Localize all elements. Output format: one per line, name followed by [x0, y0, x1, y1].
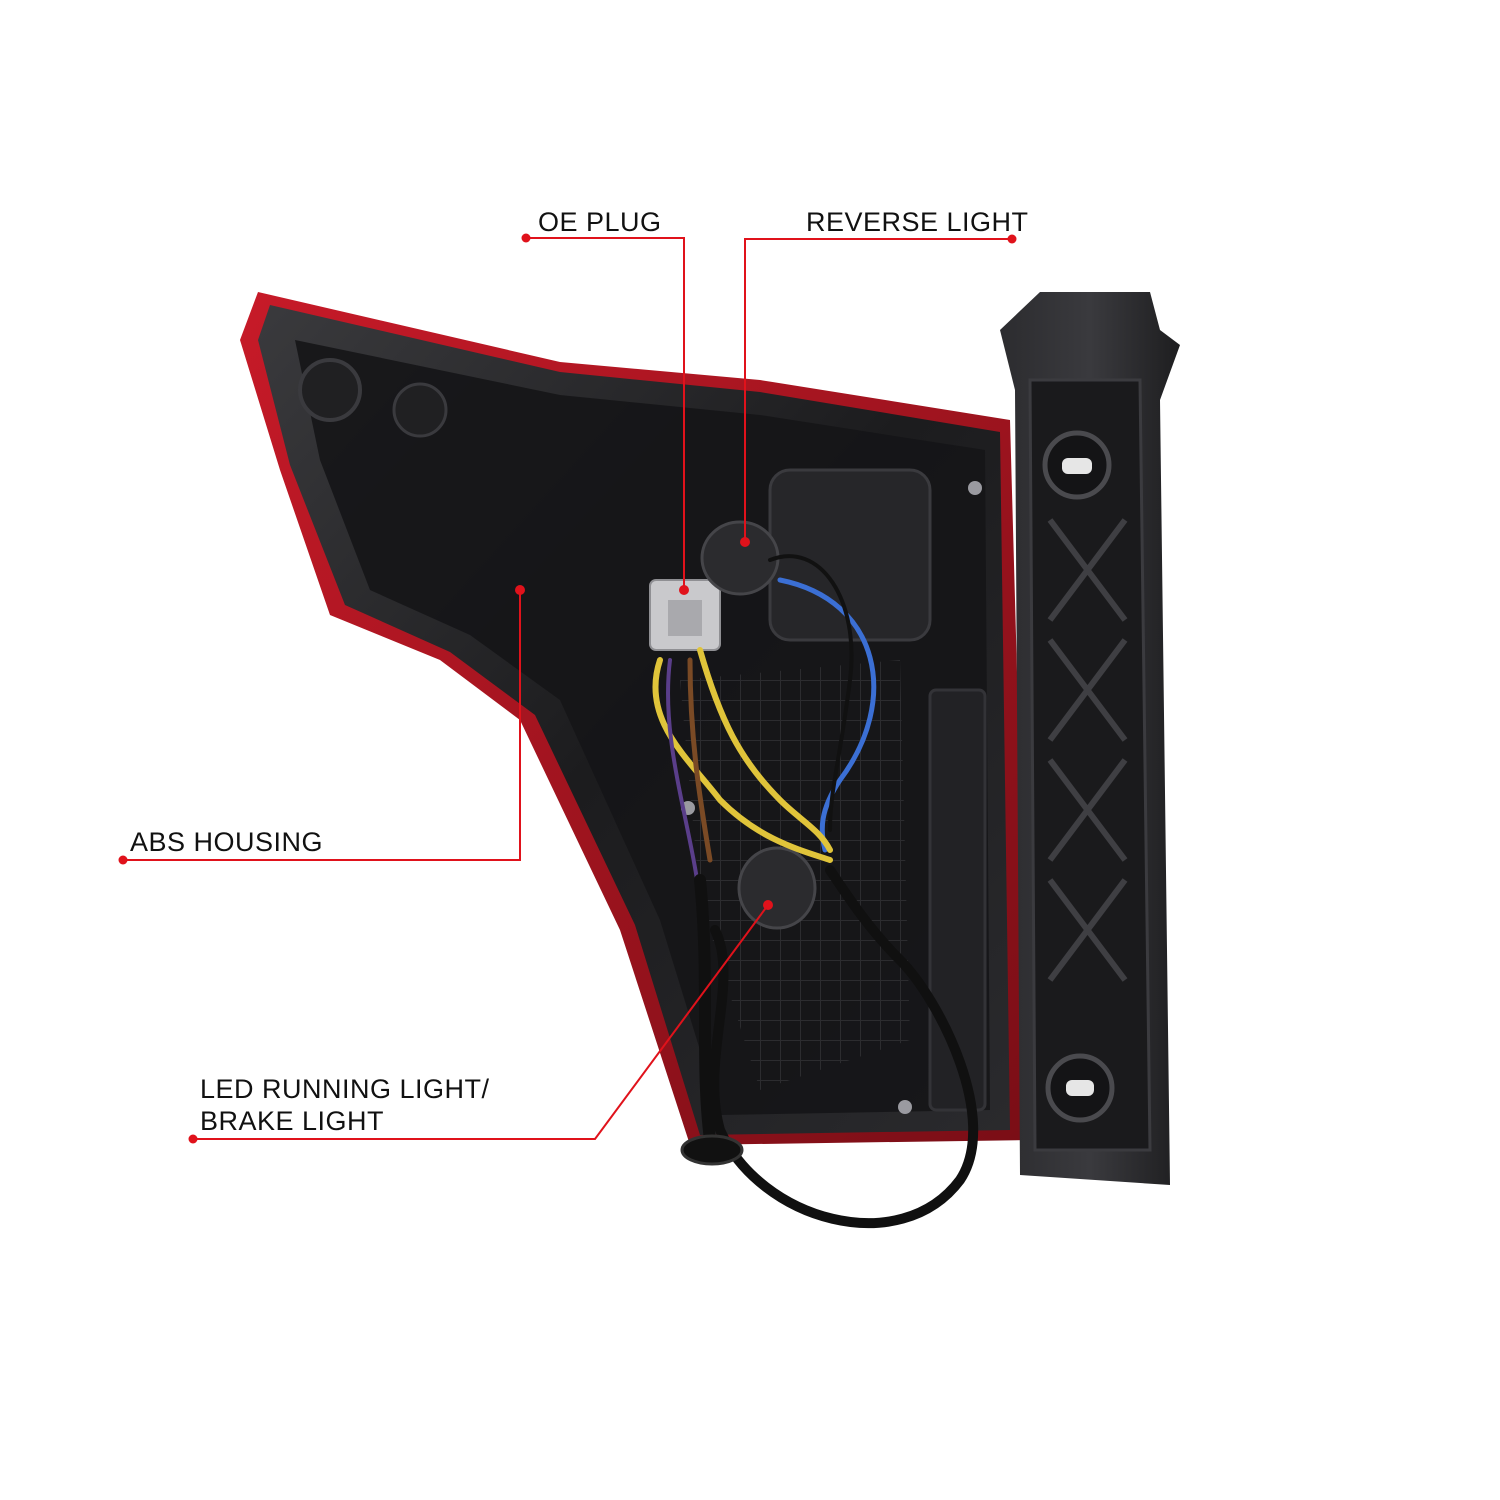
leader-abs-housing [123, 590, 521, 861]
callout-abs-housing: ABS HOUSING [130, 827, 324, 857]
callout-led-line-1: LED RUNNING LIGHT/ [200, 1074, 490, 1104]
leader-dot [1007, 234, 1017, 244]
leader-dot [740, 537, 750, 547]
leader-dot [118, 855, 128, 865]
leader-dot [763, 900, 773, 910]
callout-led-running-brake-light: LED RUNNING LIGHT/ BRAKE LIGHT [200, 1073, 490, 1137]
leader-led [193, 904, 769, 1140]
leader-oe-plug [526, 237, 685, 590]
callout-reverse-light: REVERSE LIGHT [806, 207, 1029, 237]
leader-dot [521, 233, 531, 243]
leader-reverse-light [744, 238, 1012, 542]
leader-dot [188, 1134, 198, 1144]
leader-dot [515, 585, 525, 595]
callout-led-line-2: BRAKE LIGHT [200, 1106, 385, 1136]
callout-oe-plug: OE PLUG [538, 207, 662, 237]
leader-dot [679, 585, 689, 595]
